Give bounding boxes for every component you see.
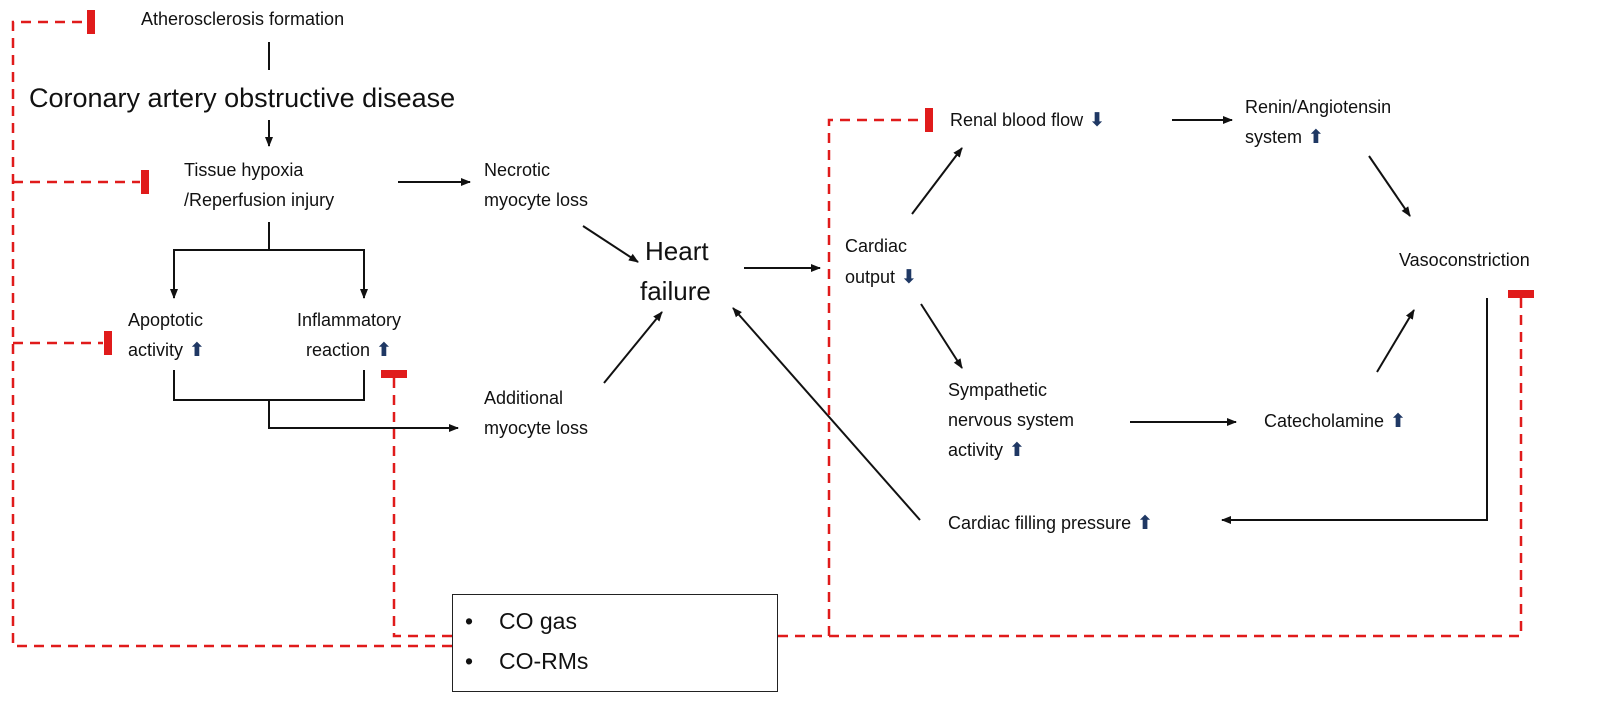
catecholamine-text: Catecholamine bbox=[1264, 411, 1385, 431]
node-inflammatory-line1: Inflammatory bbox=[297, 310, 402, 330]
edge-hypoxia-split-right bbox=[269, 249, 365, 296]
bullet-icon: • bbox=[465, 648, 474, 674]
increase-arrow-icon: ⬆ bbox=[1390, 411, 1406, 432]
treatment-label: CO-RMs bbox=[499, 648, 589, 674]
inhibit-vasoconstriction bbox=[829, 298, 1523, 638]
node-renin-line2: system⬆ bbox=[1245, 124, 1324, 151]
edge-necrotic-heart bbox=[582, 225, 639, 263]
renin-text: system bbox=[1245, 127, 1303, 147]
node-cardiac-filling-pressure: Cardiac filling pressure⬆ bbox=[948, 510, 1153, 537]
node-apoptotic-line1: Apoptotic bbox=[128, 310, 204, 330]
edge-filling-heart bbox=[732, 307, 921, 521]
increase-arrow-icon: ⬆ bbox=[376, 340, 392, 361]
treatment-item-co-rms: • CO-RMs bbox=[453, 641, 777, 681]
edge-renin-vasoconstriction bbox=[1368, 155, 1411, 217]
increase-arrow-icon: ⬆ bbox=[1137, 513, 1153, 534]
node-heart-line1: Heart bbox=[645, 236, 709, 266]
inhibit-bar-renal bbox=[925, 108, 933, 132]
increase-arrow-icon: ⬆ bbox=[1009, 440, 1025, 461]
node-coronary-artery-disease: Coronary artery obstructive disease bbox=[29, 83, 456, 113]
inflammatory-text: reaction bbox=[306, 340, 371, 360]
node-additional-line2: myocyte loss bbox=[484, 418, 589, 438]
node-cardiac-output-line1: Cardiac bbox=[845, 236, 908, 256]
filling-text: Cardiac filling pressure bbox=[948, 513, 1132, 533]
node-additional-line1: Additional bbox=[484, 388, 564, 408]
inhibition-connectors bbox=[11, 20, 1523, 648]
inhibit-bar-atherosclerosis bbox=[87, 10, 95, 34]
node-sympathetic-line2: nervous system bbox=[948, 410, 1075, 430]
node-inflammatory-line2: reaction⬆ bbox=[306, 337, 392, 364]
node-tissue-hypoxia-line2: /Reperfusion injury bbox=[184, 190, 335, 210]
node-catecholamine: Catecholamine⬆ bbox=[1264, 408, 1406, 435]
inhibit-renal bbox=[778, 118, 924, 638]
inhibition-bars bbox=[87, 10, 1534, 378]
edge-additional-heart bbox=[603, 311, 663, 384]
node-heart-line2: failure bbox=[640, 276, 711, 306]
node-vasoconstriction: Vasoconstriction bbox=[1399, 250, 1530, 270]
decrease-arrow-icon: ⬇ bbox=[901, 267, 917, 288]
inhibit-bar-vasoconstriction bbox=[1508, 290, 1534, 298]
edge-join-apoptotic-inflammatory bbox=[173, 370, 365, 401]
node-necrotic-line1: Necrotic bbox=[484, 160, 551, 180]
node-sympathetic-line3: activity⬆ bbox=[948, 437, 1025, 464]
bullet-icon: • bbox=[465, 608, 474, 634]
cardiac-output-text: output bbox=[845, 267, 896, 287]
inhibit-atherosclerosis bbox=[11, 20, 452, 648]
edge-catecholamine-vasoconstriction bbox=[1376, 309, 1415, 373]
edge-join-to-additional bbox=[268, 400, 459, 432]
increase-arrow-icon: ⬆ bbox=[1308, 127, 1324, 148]
renal-text: Renal blood flow bbox=[950, 110, 1084, 130]
treatment-list: • CO gas • CO-RMs bbox=[453, 595, 777, 681]
node-sympathetic-line1: Sympathetic bbox=[948, 380, 1048, 400]
node-renal-blood-flow: Renal blood flow⬇ bbox=[950, 107, 1105, 134]
node-necrotic-line2: myocyte loss bbox=[484, 190, 589, 210]
apoptotic-text: activity bbox=[128, 340, 184, 360]
decrease-arrow-icon: ⬇ bbox=[1089, 110, 1106, 131]
treatment-item-co-gas: • CO gas bbox=[453, 601, 777, 641]
activation-connectors bbox=[170, 42, 1488, 524]
edge-hypoxia-split bbox=[173, 222, 270, 296]
edge-vasoconstriction-filling bbox=[1221, 298, 1488, 524]
edge-output-renal bbox=[911, 147, 963, 215]
node-atherosclerosis: Atherosclerosis formation bbox=[141, 9, 345, 29]
treatment-box: • CO gas • CO-RMs bbox=[452, 594, 778, 692]
edge-output-sympathetic bbox=[920, 303, 963, 369]
node-apoptotic-line2: activity⬆ bbox=[128, 337, 205, 364]
inhibit-bar-inflammatory bbox=[381, 370, 407, 378]
inhibit-inflammatory bbox=[392, 378, 452, 638]
sympathetic-text: activity bbox=[948, 440, 1004, 460]
node-cardiac-output-line2: output⬇ bbox=[845, 264, 917, 291]
node-renin-line1: Renin/Angiotensin bbox=[1245, 97, 1392, 117]
increase-arrow-icon: ⬆ bbox=[189, 340, 205, 361]
inhibit-bar-apoptotic bbox=[104, 331, 112, 355]
node-tissue-hypoxia-line1: Tissue hypoxia bbox=[184, 160, 304, 180]
inhibit-bar-hypoxia bbox=[141, 170, 149, 194]
treatment-label: CO gas bbox=[499, 608, 577, 634]
